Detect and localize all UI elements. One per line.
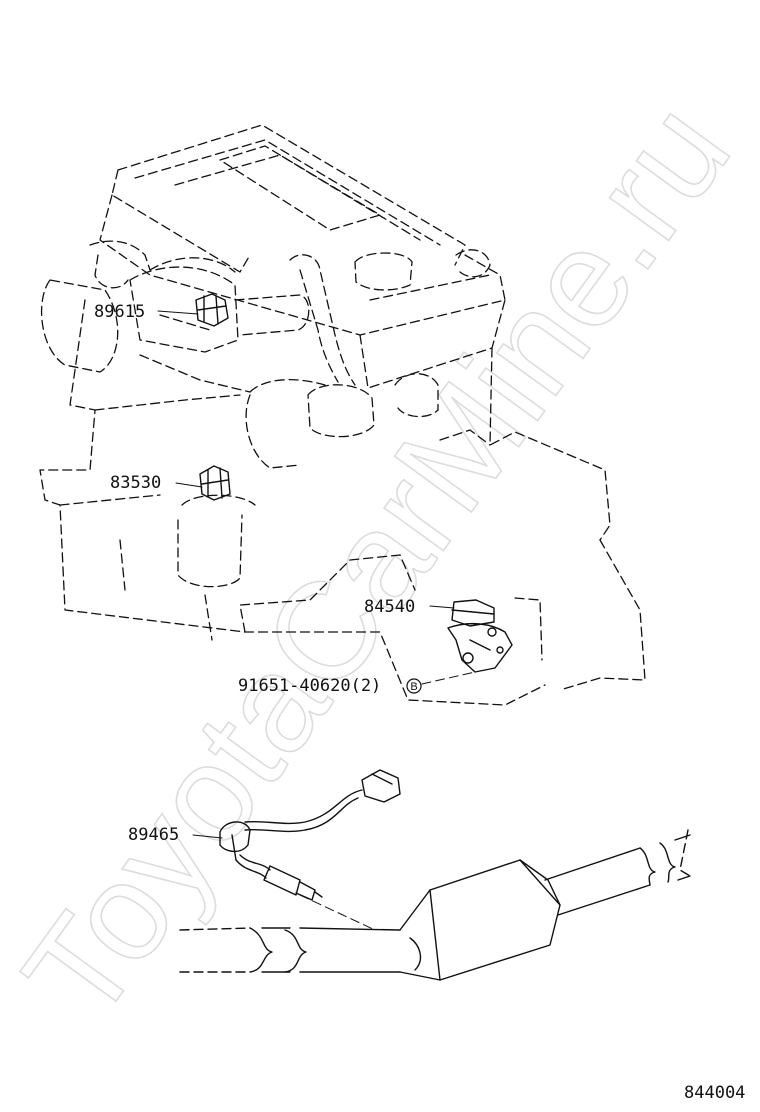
oxygen-sensor-89465-drawing xyxy=(219,769,401,901)
exhaust-pipe-drawing xyxy=(179,829,691,981)
part-label-84540[interactable]: 84540 xyxy=(364,597,415,617)
engine-outline xyxy=(39,124,646,706)
bolt-marker-letter: B xyxy=(410,681,417,693)
switch-83530-drawing xyxy=(199,465,231,501)
part-label-89465[interactable]: 89465 xyxy=(128,825,179,845)
leader-89615 xyxy=(157,310,199,315)
switch-84540-drawing xyxy=(447,599,513,673)
part-label-89615[interactable]: 89615 xyxy=(94,302,145,322)
leader-89465-pipe xyxy=(299,894,376,931)
watermark: ToyotaCarMine.ru xyxy=(0,76,759,1048)
leader-bolt xyxy=(421,671,476,685)
part-label-83530[interactable]: 83530 xyxy=(110,473,161,493)
leader-89465 xyxy=(192,834,223,839)
leader-84540 xyxy=(429,605,455,609)
leader-83530 xyxy=(175,482,203,488)
bolt-marker-circle xyxy=(406,678,422,694)
diagram-id: 844004 xyxy=(684,1083,745,1103)
sensor-89615-drawing xyxy=(195,293,229,327)
part-label-91651-40620[interactable]: 91651-40620(2) xyxy=(238,676,381,696)
